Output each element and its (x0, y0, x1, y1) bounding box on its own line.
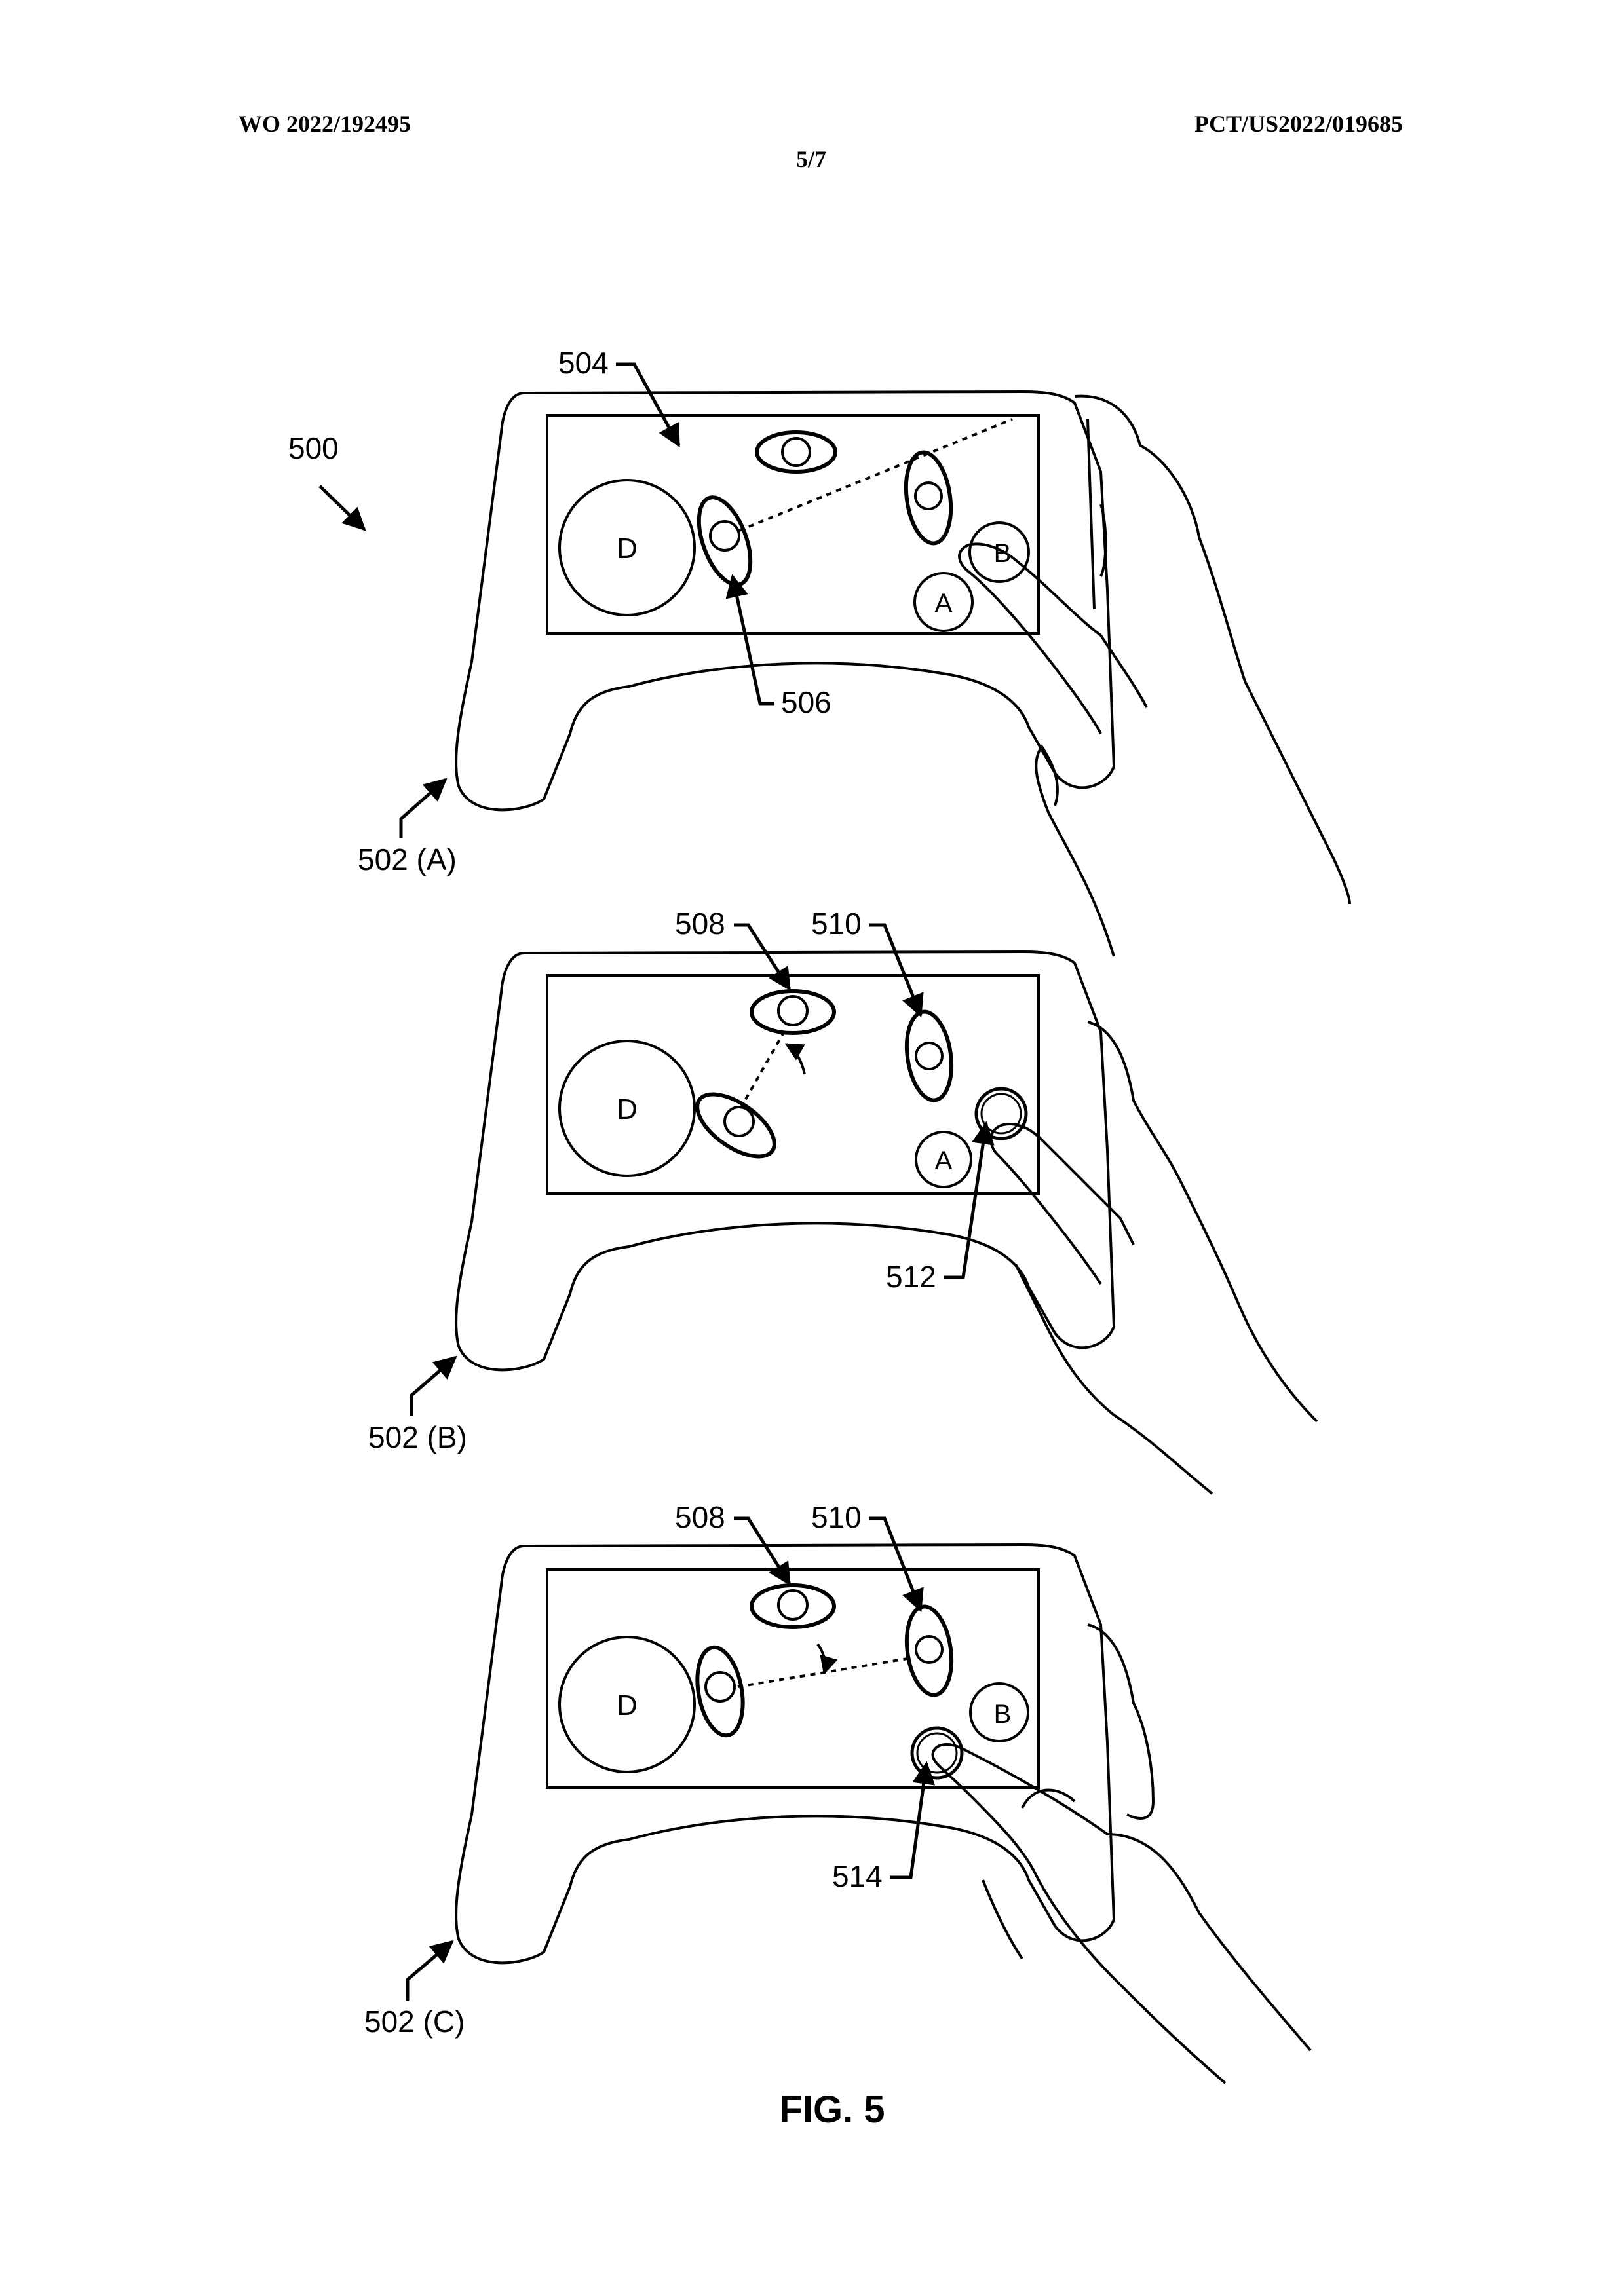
ref-510c-label: 510 (811, 1500, 862, 1534)
ref-510b-label: 510 (811, 907, 862, 941)
ref-508c-arrow (734, 1518, 790, 1584)
controller-body (456, 392, 1114, 810)
ref-504-arrow (616, 364, 679, 445)
ref-502b-label: 502 (B) (368, 1420, 467, 1454)
ref-502a-label: 502 (A) (358, 842, 457, 876)
controller-panel-a (456, 392, 1350, 956)
ref-508b-label: 508 (675, 907, 725, 941)
ref-506-arrow (733, 576, 774, 704)
hand-outline (959, 396, 1350, 956)
button-a-label-a: A (935, 589, 953, 618)
ref-508c-label: 508 (675, 1500, 725, 1534)
controller-panel-c (456, 1545, 1310, 2083)
touch-screen (547, 975, 1039, 1194)
button-pressed (912, 1728, 962, 1778)
dpad-label-c: D (617, 1689, 638, 1722)
ref-504-label: 504 (558, 346, 609, 380)
figure-caption: FIG. 5 (779, 2088, 885, 2131)
hand-outline (991, 1022, 1317, 1494)
ref-514-label: 514 (832, 1859, 883, 1893)
controller-body (456, 1545, 1114, 1963)
ref-500-arrow (320, 486, 364, 529)
ref-510b-arrow (869, 925, 921, 1015)
touch-screen (547, 415, 1039, 633)
ref-510c-arrow (869, 1518, 921, 1610)
ref-502c-arrow (408, 1942, 452, 2001)
ref-502a-arrow (401, 780, 446, 838)
dpad-label-b: D (617, 1093, 638, 1125)
dpad-label-a: D (617, 533, 638, 565)
button-a-label-b: A (935, 1146, 953, 1175)
controller-body (456, 952, 1114, 1370)
ref-512-label: 512 (886, 1260, 936, 1294)
hand-outline (932, 1625, 1310, 2083)
ref-502b-arrow (411, 1357, 455, 1416)
controller-panel-b (456, 952, 1317, 1494)
ref-506-label: 506 (781, 685, 831, 719)
ref-508b-arrow (734, 925, 790, 989)
ref-500-label: 500 (288, 431, 339, 465)
button-b-label-c: B (994, 1700, 1012, 1729)
ref-502c-label: 502 (C) (364, 2004, 465, 2039)
button-b-label-a: B (994, 539, 1012, 568)
